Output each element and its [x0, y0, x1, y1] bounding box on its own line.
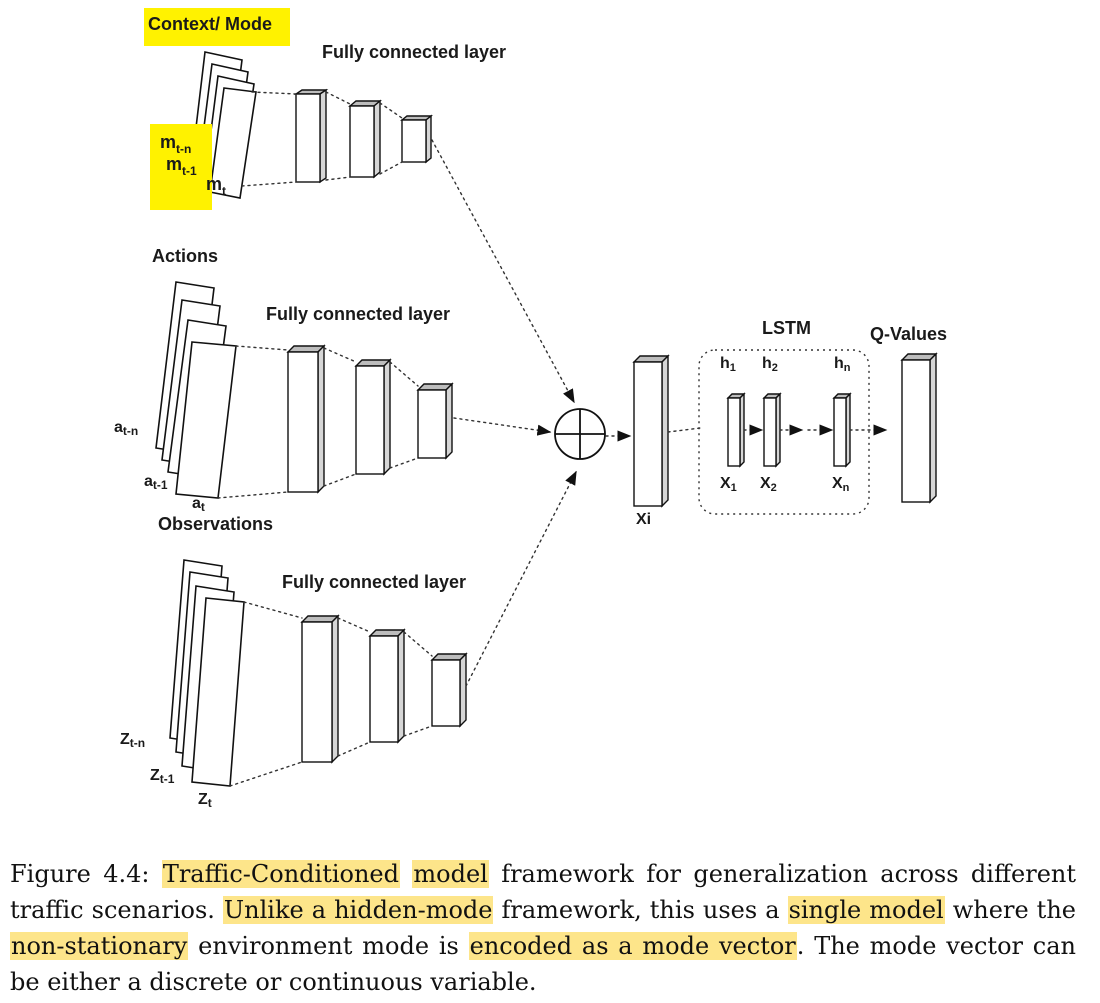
lstm-cells: [726, 392, 852, 468]
caption-highlighted-phrase: single model: [787, 896, 945, 924]
svg-text:h2: h2: [762, 355, 778, 374]
hidden-label-base: h: [720, 355, 730, 372]
hidden-label-base: h: [834, 355, 844, 372]
actions-title: Actions: [152, 246, 218, 266]
hidden-label-sub: n: [844, 362, 851, 374]
lstm-input-labels: X1 X2 Xn: [720, 475, 850, 494]
hidden-label-sub: 1: [730, 362, 736, 374]
action-label-base: a: [114, 419, 123, 436]
xi-vector: [632, 354, 670, 508]
caption-highlighted-phrase: model: [412, 860, 489, 888]
svg-text:X2: X2: [760, 475, 777, 494]
lstm-hidden-labels: h1 h2 hn: [720, 355, 851, 374]
hidden-label-base: h: [762, 355, 772, 372]
svg-text:mt-n: mt-n: [160, 132, 191, 156]
caption-body: Traffic-Conditioned model framework for …: [10, 860, 1076, 996]
observations-title: Observations: [158, 514, 273, 534]
observation-stack-labels: Zt-n Zt-1 Zt: [120, 731, 212, 810]
caption-text: framework, this uses a: [493, 896, 788, 924]
caption-highlighted-phrase: encoded as a mode vector: [468, 932, 797, 960]
context-title: Context/ Mode: [148, 14, 272, 34]
input-label-sub: n: [843, 482, 850, 494]
observation-label-base: Z: [198, 791, 208, 808]
lstm-label: LSTM: [762, 318, 811, 338]
action-label-sub: t-n: [123, 424, 138, 438]
qvalues-vector: [900, 352, 938, 504]
lstm-block: [698, 349, 870, 515]
caption-highlighted-phrase: Traffic-Conditioned: [161, 860, 400, 888]
context-fc-layers: [293, 88, 433, 184]
context-label-sub: t-1: [182, 164, 197, 178]
figure-caption: Figure 4.4: Traffic-Conditioned model fr…: [10, 856, 1076, 1000]
caption-text: . The mode vector can be either a discre…: [10, 932, 1076, 996]
context-connectors: [241, 91, 575, 404]
context-title-highlight: [144, 8, 290, 46]
caption-text: environment mode is: [188, 932, 469, 960]
action-label-base: a: [144, 473, 153, 490]
observation-fc-layers: [300, 614, 468, 764]
input-label-sub: 1: [731, 482, 737, 494]
observation-input-stack: [169, 559, 245, 787]
observation-label-sub: t-1: [160, 772, 175, 786]
context-stack-labels: mt-n mt-1 mt: [160, 132, 226, 198]
context-label-base: m: [160, 132, 176, 152]
concat-operator-icon: [554, 408, 606, 460]
caption-text: framework for generalization across diff…: [10, 860, 1076, 924]
svg-text:h1: h1: [720, 355, 736, 374]
input-label-base: X: [720, 475, 731, 492]
qvalues-label: Q-Values: [870, 324, 947, 344]
context-label-sub: t-n: [176, 142, 191, 156]
observation-connectors: [229, 470, 577, 787]
action-stack-labels: at-n at-1 at: [114, 419, 205, 514]
caption-highlighted-phrase: Unlike a hidden-mode: [222, 896, 494, 924]
action-fc-layers: [286, 344, 454, 494]
caption-label: Figure 4.4:: [10, 860, 150, 888]
svg-text:mt-1: mt-1: [166, 154, 197, 178]
observation-label-base: Z: [120, 731, 130, 748]
context-label-base: m: [206, 174, 222, 194]
svg-text:at-n: at-n: [114, 419, 138, 438]
action-label-sub: t: [201, 500, 205, 514]
observation-label-sub: t: [208, 796, 212, 810]
svg-text:at-1: at-1: [144, 473, 168, 492]
input-label-base: X: [760, 475, 771, 492]
action-connectors: [217, 345, 552, 499]
svg-text:Zt-n: Zt-n: [120, 731, 145, 750]
caption-text: [400, 860, 412, 888]
caption-text: where the: [944, 896, 1076, 924]
fc-label-observations: Fully connected layer: [282, 572, 466, 592]
fc-label-context: Fully connected layer: [322, 42, 506, 62]
svg-text:hn: hn: [834, 355, 851, 374]
input-label-sub: 2: [771, 482, 777, 494]
svg-text:Xn: Xn: [832, 475, 850, 494]
hidden-label-sub: 2: [772, 362, 778, 374]
fc-label-actions: Fully connected layer: [266, 304, 450, 324]
xi-to-lstm-connector: [667, 427, 701, 433]
caption-highlighted-phrase: non-stationary: [10, 932, 189, 960]
context-label-base: m: [166, 154, 182, 174]
action-label-base: a: [192, 495, 201, 512]
svg-text:Zt-1: Zt-1: [150, 767, 175, 786]
svg-text:mt: mt: [206, 174, 226, 198]
framework-diagram: Context/ Mode mt-n mt-1 mt Fully connect…: [114, 8, 947, 810]
input-label-base: X: [832, 475, 843, 492]
context-subscript-highlight: [150, 124, 212, 210]
observation-label-base: Z: [150, 767, 160, 784]
context-label-sub: t: [222, 184, 226, 198]
observation-label-sub: t-n: [130, 736, 145, 750]
xi-label: Xi: [636, 511, 651, 528]
svg-text:at: at: [192, 495, 205, 514]
svg-text:Zt: Zt: [198, 791, 212, 810]
action-label-sub: t-1: [153, 478, 168, 492]
svg-text:X1: X1: [720, 475, 737, 494]
action-input-stack: [155, 281, 237, 499]
